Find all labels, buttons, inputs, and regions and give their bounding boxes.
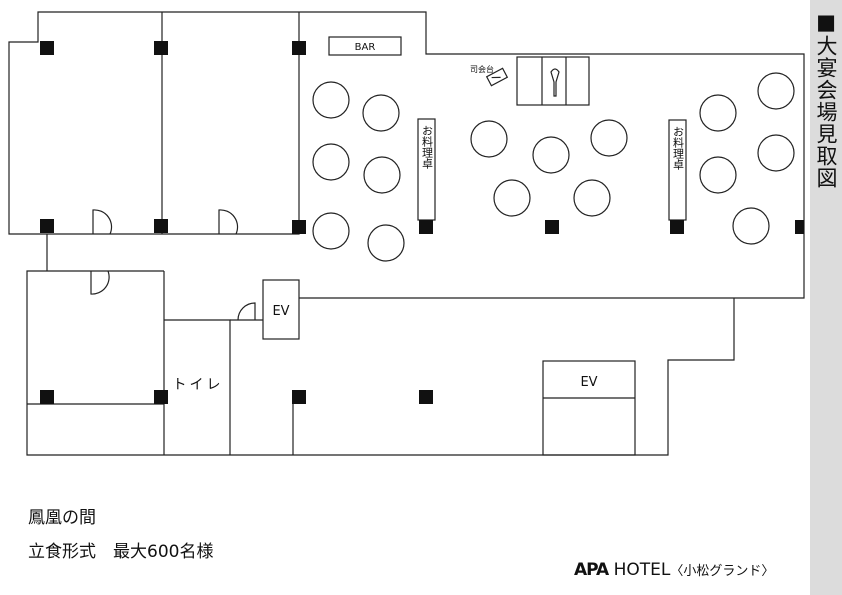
round-table (590, 119, 628, 157)
ballroom-outline (299, 11, 805, 299)
pillar (419, 220, 433, 234)
round-table (573, 179, 611, 217)
round-table (757, 72, 795, 110)
pillar (40, 219, 54, 233)
elevator-lower-label: EV (580, 375, 597, 390)
toilet-label: トイレ (173, 377, 224, 393)
elevator-upper (262, 279, 300, 340)
pillar (419, 390, 433, 404)
logo-hotel: HOTEL (613, 560, 671, 580)
pillar (545, 220, 559, 234)
logo-sub: 〈小松グランド〉 (670, 564, 775, 579)
mc-stand-icon (485, 67, 509, 87)
door-arc-4 (237, 302, 256, 321)
round-table (532, 136, 570, 174)
round-table (312, 81, 350, 119)
logo-brand: APA (574, 560, 609, 580)
pillar (40, 41, 54, 55)
round-table (367, 224, 405, 262)
pillar (670, 220, 684, 234)
sidebar-title: ■大宴会場見取図 (814, 10, 838, 189)
microphone-icon (550, 68, 560, 97)
pillar (292, 41, 306, 55)
buffet-table-right-label: お料理卓 (672, 126, 685, 170)
round-table (362, 94, 400, 132)
round-table (363, 156, 401, 194)
round-table (757, 134, 795, 172)
round-table (312, 143, 350, 181)
door-arc-3 (90, 270, 110, 295)
pillar (795, 220, 804, 234)
round-table (699, 94, 737, 132)
sidebar: ■大宴会場見取図 (810, 0, 842, 595)
buffet-table-left-label: お料理卓 (421, 125, 434, 169)
round-table (493, 179, 531, 217)
pillar (292, 390, 306, 404)
pillar (40, 390, 54, 404)
door-arc-1 (92, 209, 113, 235)
hall-name: 鳳凰の間 (28, 508, 96, 528)
round-table (699, 156, 737, 194)
bar-counter (328, 36, 402, 56)
elevator-upper-label: EV (272, 304, 289, 319)
bar-label: BAR (355, 42, 376, 53)
round-table (312, 212, 350, 250)
round-table (732, 207, 770, 245)
corridor-outline (26, 270, 735, 456)
pillar (154, 390, 168, 404)
mc-stand-label: 司会台 (470, 64, 494, 74)
hall-capacity: 立食形式 最大600名様 (28, 542, 214, 562)
pillar (154, 219, 168, 233)
pillar (292, 220, 306, 234)
round-table (470, 120, 508, 158)
floor-plan: BAR 司会台 EV EV トイレ お料理卓 お料理卓 (8, 11, 805, 456)
hotel-logo: APA HOTEL〈小松グランド〉 (574, 560, 774, 580)
stage (516, 56, 590, 106)
pillar (154, 41, 168, 55)
elevator-lower (542, 360, 636, 456)
door-arc-2 (218, 209, 239, 235)
